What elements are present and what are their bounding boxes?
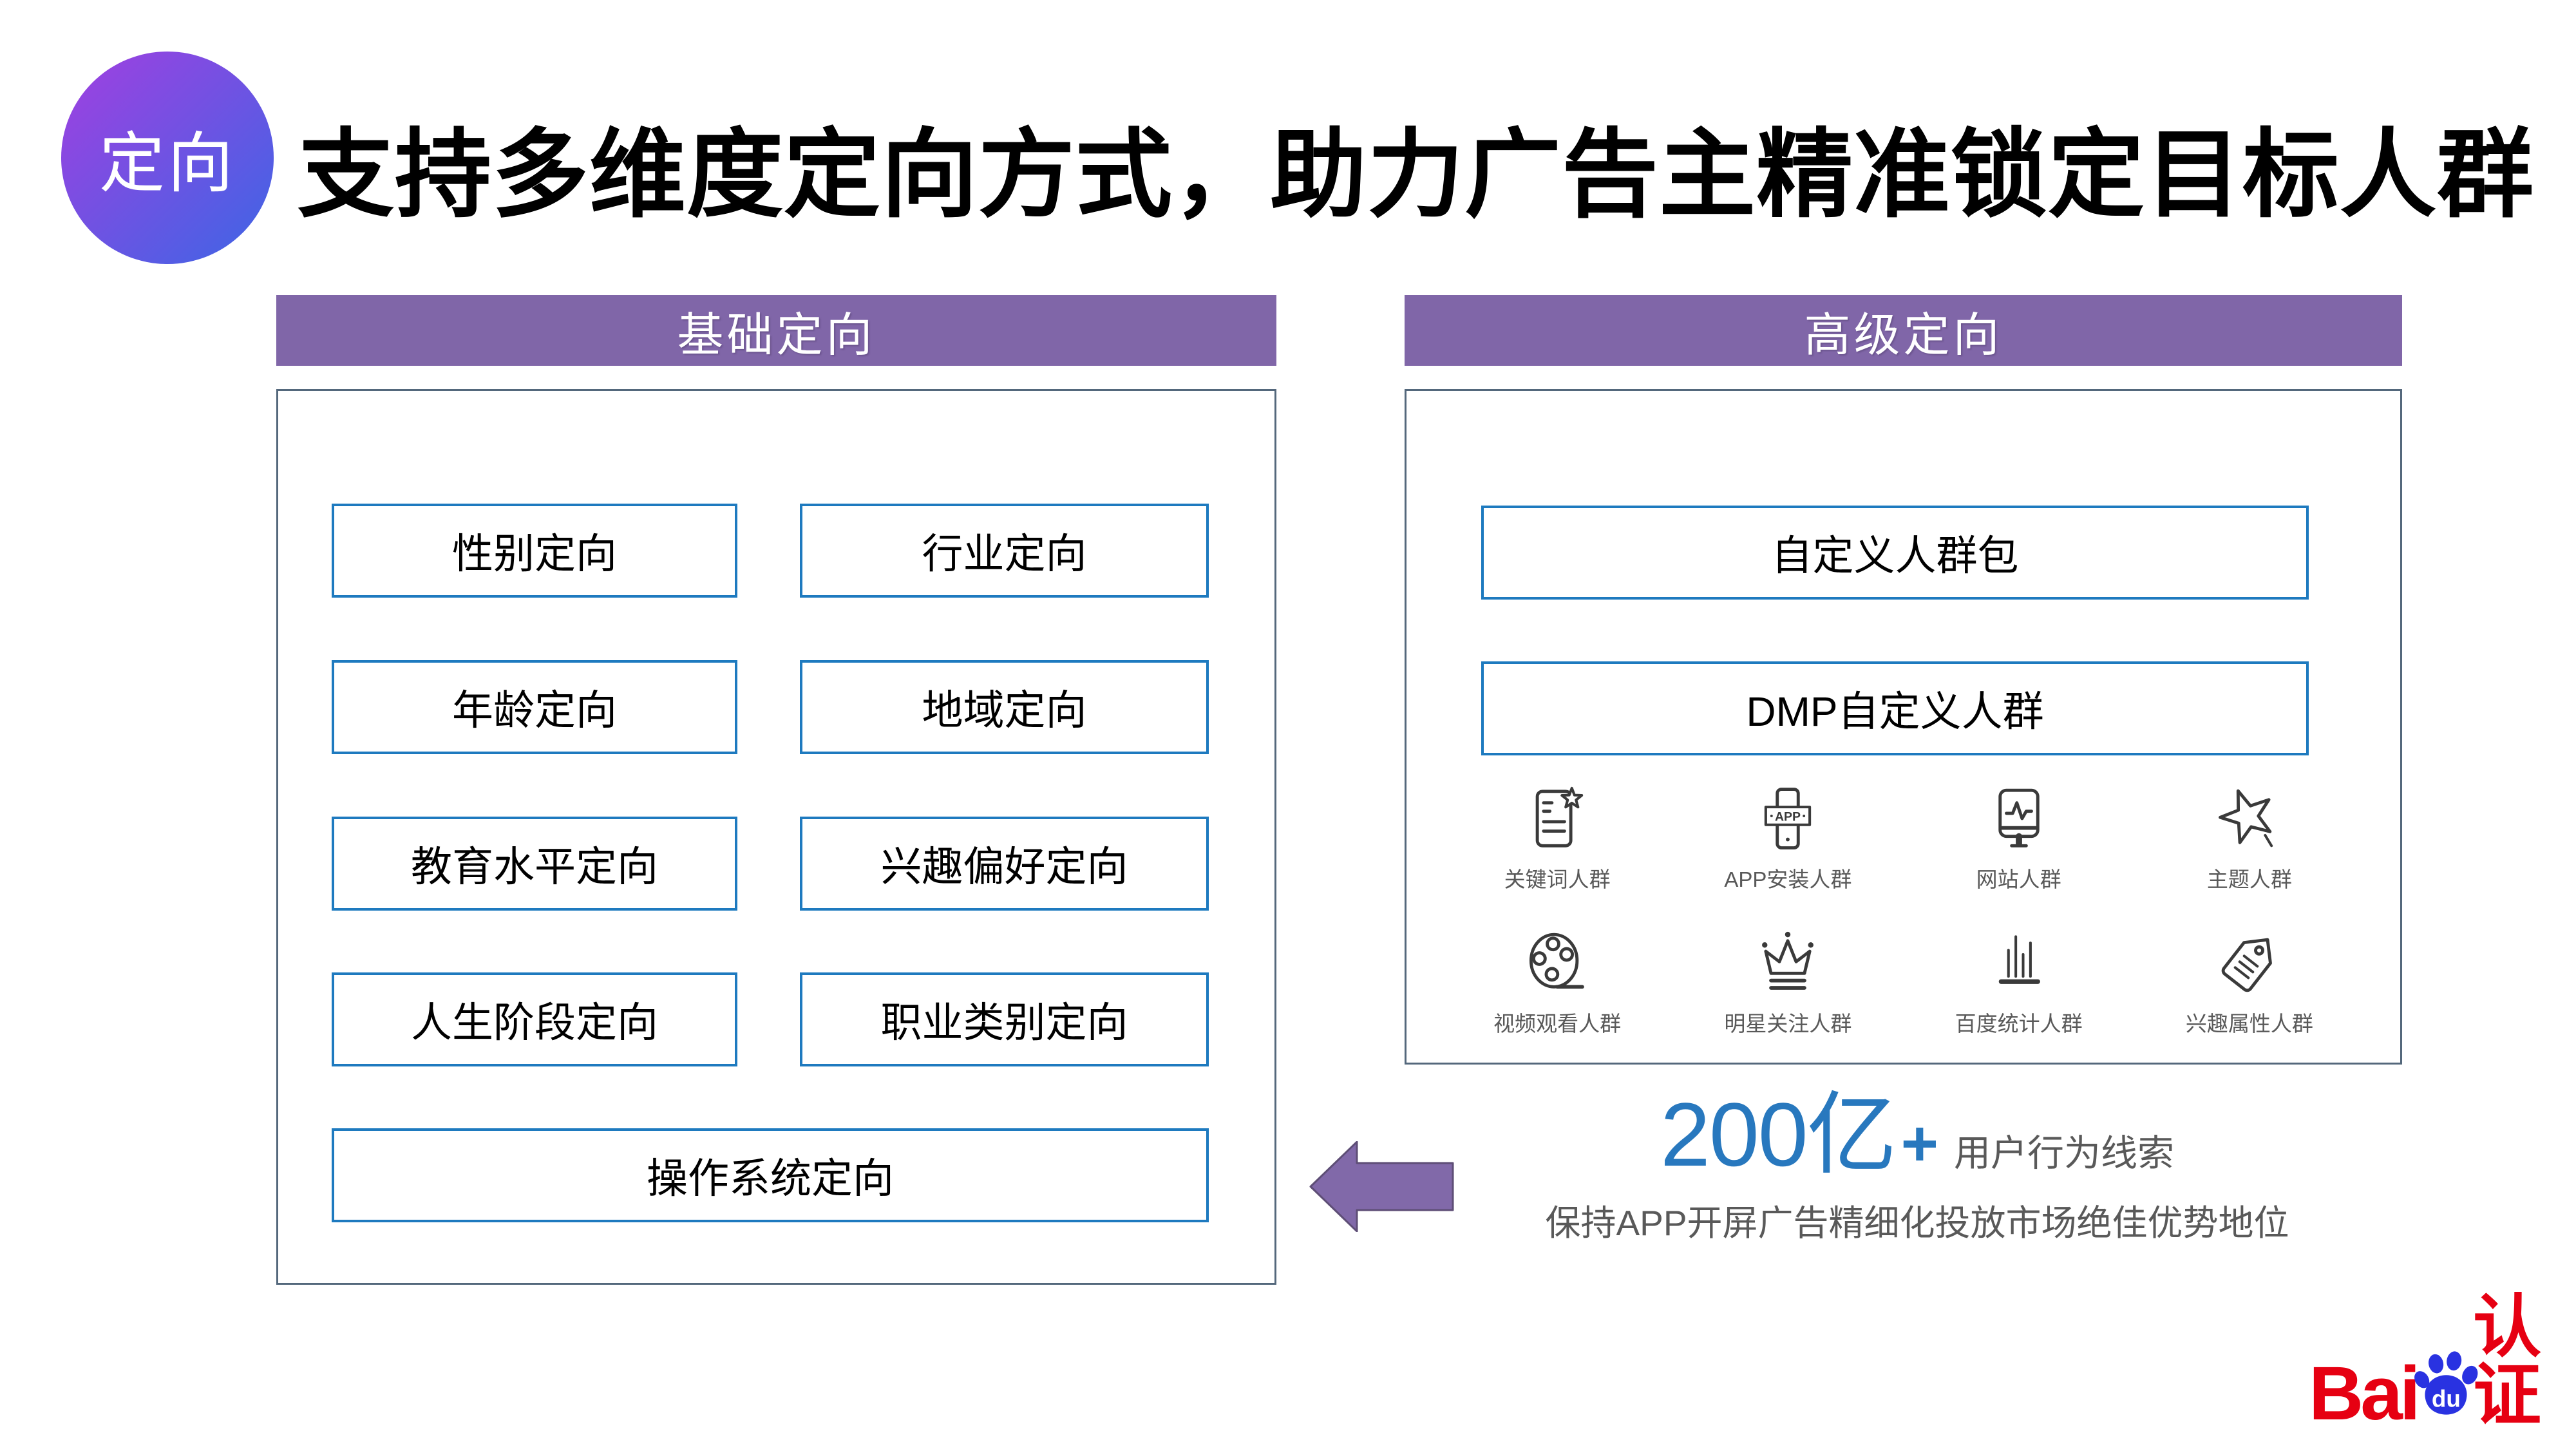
audience-celebrity-label: 明星关注人群 [1724, 1012, 1852, 1036]
audience-tongji: 百度统计人群 [1904, 929, 2134, 1037]
audience-topic-label: 主题人群 [2206, 867, 2292, 891]
advanced-targeting-panel: 自定义人群包 DMP自定义人群 关键词人群 [1405, 389, 2402, 1065]
monitor-pulse-icon [1998, 788, 2040, 848]
advanced-targeting-header-label: 高级定向 [1804, 309, 2003, 361]
page-title: 支持多维度定向方式，助力广告主精准锁定目标人群 [298, 120, 2535, 229]
stat-plus: + [1900, 1108, 1938, 1180]
phone-app-icon-text: APP [1775, 810, 1801, 824]
targeting-box-dmp-audience: DMP自定义人群 [1481, 661, 2309, 755]
targeting-box-interest: 兴趣偏好定向 [800, 817, 1209, 911]
stat-callout: 200亿 + 用户行为线索 保持APP开屏广告精细化投放市场绝佳优势地位 [1531, 1090, 2304, 1245]
audience-tongji-label: 百度统计人群 [1955, 1012, 2083, 1036]
targeting-box-age: 年龄定向 [332, 660, 737, 754]
audience-topic: 主题人群 [2134, 785, 2365, 893]
audience-video: 视频观看人群 [1442, 929, 1672, 1037]
targeting-badge-label: 定向 [99, 126, 236, 200]
targeting-box-custom-audience: 自定义人群包 [1481, 506, 2309, 600]
audience-website: 网站人群 [1904, 785, 2134, 893]
stat-number: 200亿 [1660, 1084, 1897, 1185]
audience-app-install-label: APP安装人群 [1724, 867, 1852, 891]
baidu-paw-icon: du [2414, 1351, 2478, 1415]
audience-keyword-label: 关键词人群 [1504, 867, 1611, 891]
left-arrow-icon [1309, 1141, 1454, 1232]
phone-app-icon: APP [1765, 788, 1812, 849]
baidu-logo-du-text: du [2432, 1385, 2461, 1412]
audience-app-install: APP APP安装人群 [1672, 785, 1903, 893]
audience-keyword: 关键词人群 [1442, 785, 1672, 893]
stat-suffix: 用户行为线索 [1954, 1133, 2174, 1174]
audience-website-label: 网站人群 [1976, 867, 2061, 891]
targeting-box-lifestage: 人生阶段定向 [332, 972, 737, 1066]
baidu-logo: Bai du 认证 [2309, 1293, 2576, 1436]
targeting-box-region: 地域定向 [800, 660, 1209, 754]
baidu-logo-certified-text: 认证 [2472, 1289, 2541, 1434]
bar-chart-icon [1998, 935, 2040, 984]
stat-description: 保持APP开屏广告精细化投放市场绝佳优势地位 [1545, 1203, 2289, 1243]
basic-targeting-panel: 性别定向 行业定向 年龄定向 地域定向 教育水平定向 兴趣偏好定向 人生阶段定向… [276, 389, 1276, 1285]
film-reel-icon [1530, 933, 1584, 989]
price-tag-icon [2221, 938, 2272, 992]
crown-icon [1762, 931, 1814, 990]
stat-line: 200亿 + 用户行为线索 [1531, 1090, 2304, 1180]
audience-interest-attr: 兴趣属性人群 [2134, 929, 2365, 1037]
targeting-badge: 定向 [61, 52, 274, 264]
advanced-targeting-header: 高级定向 [1405, 295, 2402, 366]
audience-video-label: 视频观看人群 [1493, 1012, 1622, 1036]
baidu-logo-bai-text: Bai [2309, 1350, 2421, 1436]
basic-targeting-header-label: 基础定向 [677, 309, 876, 361]
keyword-doc-star-icon [1535, 786, 1584, 848]
targeting-box-gender: 性别定向 [332, 504, 737, 598]
audience-celebrity: 明星关注人群 [1672, 929, 1903, 1037]
star-sketch-icon [2218, 789, 2273, 848]
targeting-box-occupation: 职业类别定向 [800, 972, 1209, 1066]
audience-icon-grid: 关键词人群 APP APP安装人群 [1442, 785, 2365, 1037]
targeting-box-industry: 行业定向 [800, 504, 1209, 598]
targeting-box-education: 教育水平定向 [332, 817, 737, 911]
basic-targeting-header: 基础定向 [276, 295, 1276, 366]
targeting-box-os: 操作系统定向 [332, 1128, 1209, 1222]
audience-interest-attr-label: 兴趣属性人群 [2185, 1012, 2313, 1036]
